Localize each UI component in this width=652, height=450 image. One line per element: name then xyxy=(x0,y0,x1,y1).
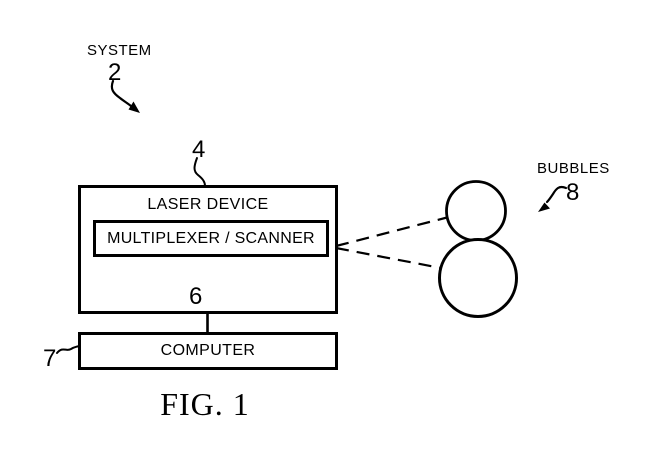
ref-numeral-7: 7 xyxy=(43,345,57,372)
ref-numeral-6: 6 xyxy=(189,283,203,310)
computer-label: COMPUTER xyxy=(160,342,256,359)
ref-numeral-8: 8 xyxy=(566,179,580,206)
bubbles-pointer-arrow-icon xyxy=(538,185,568,212)
system-label: SYSTEM xyxy=(87,42,152,59)
bubble-circle-top xyxy=(445,180,507,242)
figure-caption: FIG. 1 xyxy=(160,386,250,422)
bubble-circle-bottom xyxy=(438,238,518,318)
laser-device-box: LASER DEVICE MULTIPLEXER / SCANNER xyxy=(78,185,338,314)
bubbles-label: BUBBLES xyxy=(537,160,610,177)
ref-4-leader-line xyxy=(193,157,206,187)
ref-numeral-2: 2 xyxy=(108,59,122,86)
multiplexer-scanner-box: MULTIPLEXER / SCANNER xyxy=(93,220,329,257)
laser-device-label: LASER DEVICE xyxy=(147,196,269,213)
laser-beam-dashed-line-upper xyxy=(335,216,448,248)
ref-numeral-4: 4 xyxy=(192,136,206,163)
laser-beam-dashed-line-lower xyxy=(335,246,442,270)
computer-box: COMPUTER xyxy=(78,332,338,370)
multiplexer-scanner-label: MULTIPLEXER / SCANNER xyxy=(107,229,315,247)
ref-7-leader-line xyxy=(56,345,80,354)
system-pointer-arrow-icon xyxy=(110,79,140,113)
